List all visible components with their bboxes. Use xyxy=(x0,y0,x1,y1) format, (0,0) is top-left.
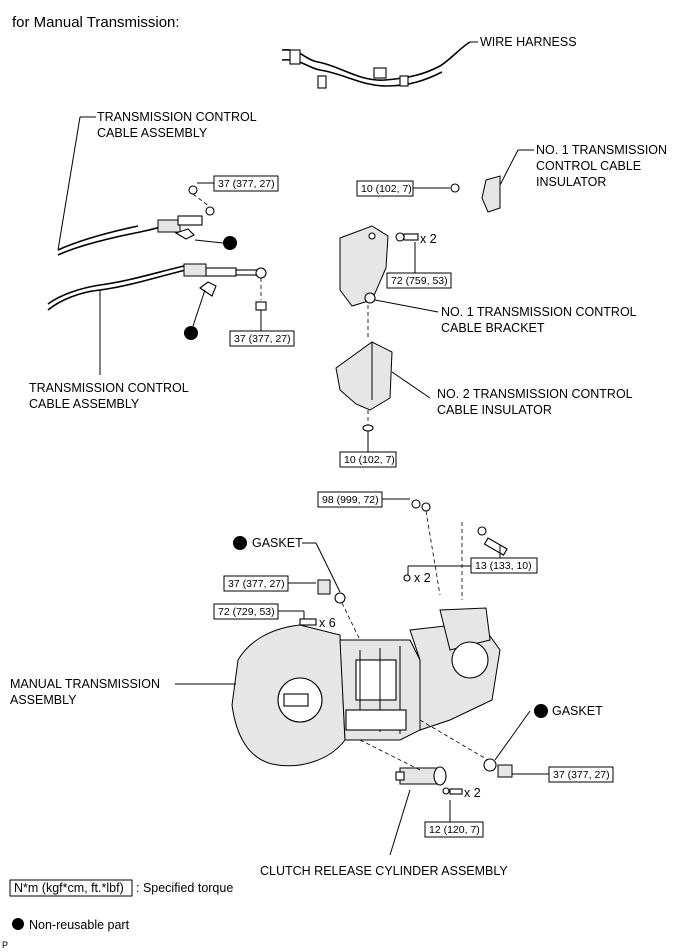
nonreusable-marker-gasket-right xyxy=(534,704,548,718)
legend-nonreusable-text: Non-reusable part xyxy=(29,918,130,932)
cable-assy-bottom-label-1: TRANSMISSION CONTROL xyxy=(29,381,189,395)
small-bolt xyxy=(403,574,411,582)
wire-harness-label: WIRE HARNESS xyxy=(480,35,577,49)
torque-plug-top: 37 (377, 27) xyxy=(228,578,285,590)
transmission-control-cable-lower xyxy=(47,263,267,311)
cable-assy-top-label-2: CABLE ASSEMBLY xyxy=(97,126,208,140)
torque-plug-right: 37 (377, 27) xyxy=(553,769,610,781)
torque-clutch: 12 (120, 7) xyxy=(429,824,480,836)
gasket-top xyxy=(334,592,346,604)
clutch-bolt xyxy=(442,787,450,795)
legend-torque-text: : Specified torque xyxy=(136,881,233,895)
clutch-bolt-shank xyxy=(449,788,463,795)
torque-13: 13 (133, 10) xyxy=(475,560,532,572)
torque-insulator2: 10 (102, 7) xyxy=(344,454,395,466)
legend-torque-box xyxy=(9,879,133,897)
no1-cable-bracket xyxy=(339,225,419,307)
torque-box-bracket xyxy=(386,272,452,289)
insulator1-label-2: CONTROL CABLE xyxy=(536,159,641,173)
manual-trans-label-1: MANUAL TRANSMISSION xyxy=(10,677,160,691)
bolt-13 xyxy=(477,526,508,556)
torque-cable-lower: 37 (377, 27) xyxy=(234,333,291,345)
manual-trans-label-2: ASSEMBLY xyxy=(10,693,77,707)
cable-assy-top-label-1: TRANSMISSION CONTROL xyxy=(97,110,257,124)
cable-assy-bottom-label-2: CABLE ASSEMBLY xyxy=(29,397,140,411)
clutch-bolt-qty: x 2 xyxy=(464,786,481,800)
gasket-right xyxy=(483,758,497,772)
transmission-control-cable-upper xyxy=(57,185,215,256)
gasket-top-label: GASKET xyxy=(252,536,303,550)
bracket-label-2: CABLE BRACKET xyxy=(441,321,545,335)
torque-bell: 72 (729, 53) xyxy=(218,606,275,618)
nonreusable-marker-gasket-top xyxy=(233,536,247,550)
torque-bracket: 72 (759, 53) xyxy=(391,275,448,287)
insulator1-label-1: NO. 1 TRANSMISSION xyxy=(536,143,667,157)
bolt-13-qty: x 2 xyxy=(414,571,431,585)
bracket-label-1: NO. 1 TRANSMISSION CONTROL xyxy=(441,305,637,319)
torque-cable-upper: 37 (377, 27) xyxy=(218,178,275,190)
torque-box-cable-lower xyxy=(229,330,295,347)
nonreusable-marker-upper xyxy=(223,236,237,250)
insulator1-label-3: INSULATOR xyxy=(536,175,606,189)
corner-mark: P xyxy=(2,940,8,950)
drain-plug-top xyxy=(317,579,331,595)
bracket-bolt-qty: x 2 xyxy=(420,232,437,246)
no2-cable-insulator xyxy=(335,341,393,432)
manual-transmission-assembly xyxy=(231,607,501,767)
legend-torque-box-text: N*m (kgf*cm, ft.*lbf) xyxy=(14,881,124,895)
insulator2-label-1: NO. 2 TRANSMISSION CONTROL xyxy=(437,387,633,401)
wire-harness xyxy=(281,41,471,89)
torque-insulator: 10 (102, 7) xyxy=(361,183,412,195)
diagram-title: for Manual Transmission: xyxy=(12,14,180,31)
clutch-release-cylinder xyxy=(395,766,447,786)
washer-a xyxy=(411,499,421,509)
drain-plug-right xyxy=(497,764,513,778)
bell-bolt xyxy=(299,618,317,626)
torque-box-clutch xyxy=(424,821,484,838)
nonreusable-marker-lower xyxy=(184,326,198,340)
clutch-cyl-label: CLUTCH RELEASE CYLINDER ASSEMBLY xyxy=(260,864,508,878)
insulator2-label-2: CABLE INSULATOR xyxy=(437,403,552,417)
no1-cable-insulator xyxy=(450,175,501,213)
legend-nonreusable-dot xyxy=(12,918,24,930)
gasket-right-label: GASKET xyxy=(552,704,603,718)
torque-upper-bolt: 98 (999, 72) xyxy=(322,494,379,506)
washer-b xyxy=(421,502,431,512)
bell-bolts-qty: x 6 xyxy=(319,616,336,630)
